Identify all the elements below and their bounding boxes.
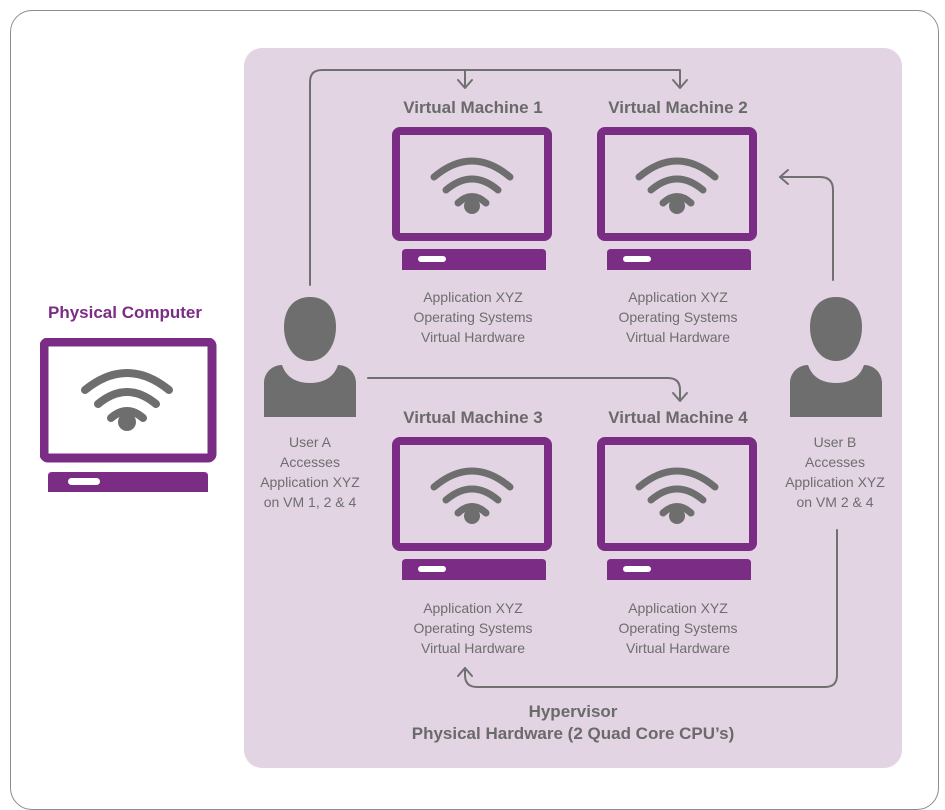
user-b-caption-line: on VM 2 & 4 bbox=[796, 494, 874, 510]
vm3-caption-line: Application XYZ bbox=[423, 600, 523, 616]
vm4-caption: Application XYZ Operating Systems Virtua… bbox=[597, 598, 759, 658]
vm2-caption: Application XYZ Operating Systems Virtua… bbox=[597, 287, 759, 347]
vm2-caption-line: Operating Systems bbox=[618, 309, 738, 325]
vm3-monitor-icon bbox=[392, 437, 552, 580]
user-b-caption-line: Application XYZ bbox=[785, 474, 885, 490]
user-a-to-vm4-line bbox=[367, 377, 681, 401]
hypervisor-label: Hypervisor bbox=[528, 702, 618, 721]
user-a-caption-line: on VM 1, 2 & 4 bbox=[263, 494, 357, 510]
user-a-caption: User A Accesses Application XYZ on VM 1,… bbox=[245, 432, 375, 512]
physical-computer-title: Physical Computer bbox=[48, 303, 202, 322]
vm2-caption-line: Application XYZ bbox=[628, 289, 728, 305]
user-a-to-vm1-2-line bbox=[309, 69, 681, 286]
vm1-caption: Application XYZ Operating Systems Virtua… bbox=[392, 287, 554, 347]
arrowhead-vm3 bbox=[457, 667, 473, 677]
vm4-title: Virtual Machine 4 bbox=[608, 408, 748, 427]
user-b-caption-line: Accesses bbox=[805, 454, 865, 470]
user-b-to-vm2-line bbox=[779, 176, 834, 281]
vm4-monitor-icon bbox=[597, 437, 757, 580]
user-a-caption-line: Application XYZ bbox=[260, 474, 360, 490]
vm1-caption-line: Virtual Hardware bbox=[420, 329, 525, 345]
vm1-monitor-icon bbox=[392, 127, 552, 270]
physical-hardware-label: Physical Hardware (2 Quad Core CPU’s) bbox=[411, 724, 735, 743]
physical-computer-monitor-icon bbox=[40, 338, 217, 492]
vm4-caption-line: Application XYZ bbox=[628, 600, 728, 616]
arrowhead-vm2-right bbox=[779, 169, 789, 185]
vm4-caption-line: Operating Systems bbox=[618, 620, 738, 636]
arrowhead-vm1 bbox=[457, 79, 473, 89]
vm2-title: Virtual Machine 2 bbox=[608, 98, 748, 117]
vm2-monitor-icon bbox=[597, 127, 757, 270]
vm3-caption: Application XYZ Operating Systems Virtua… bbox=[392, 598, 554, 658]
vm3-caption-line: Operating Systems bbox=[413, 620, 533, 636]
vm2-caption-line: Virtual Hardware bbox=[625, 329, 730, 345]
vm3-caption-line: Virtual Hardware bbox=[420, 640, 525, 656]
arrowhead-vm4 bbox=[672, 392, 688, 402]
user-b-caption-line: User B bbox=[813, 434, 857, 450]
vm1-caption-line: Operating Systems bbox=[413, 309, 533, 325]
vm4-caption-line: Virtual Hardware bbox=[625, 640, 730, 656]
user-b-caption: User B Accesses Application XYZ on VM 2 … bbox=[770, 432, 900, 512]
user-a-caption-line: User A bbox=[288, 434, 331, 450]
vm3-title: Virtual Machine 3 bbox=[403, 408, 543, 427]
user-a-caption-line: Accesses bbox=[280, 454, 340, 470]
user-b-person-icon bbox=[790, 297, 882, 417]
vm1-title: Virtual Machine 1 bbox=[403, 98, 543, 117]
vm1-caption-line: Application XYZ bbox=[423, 289, 523, 305]
user-b-to-hypervisor-line bbox=[464, 529, 838, 688]
user-a-person-icon bbox=[264, 297, 356, 417]
arrowhead-vm2 bbox=[672, 79, 688, 89]
